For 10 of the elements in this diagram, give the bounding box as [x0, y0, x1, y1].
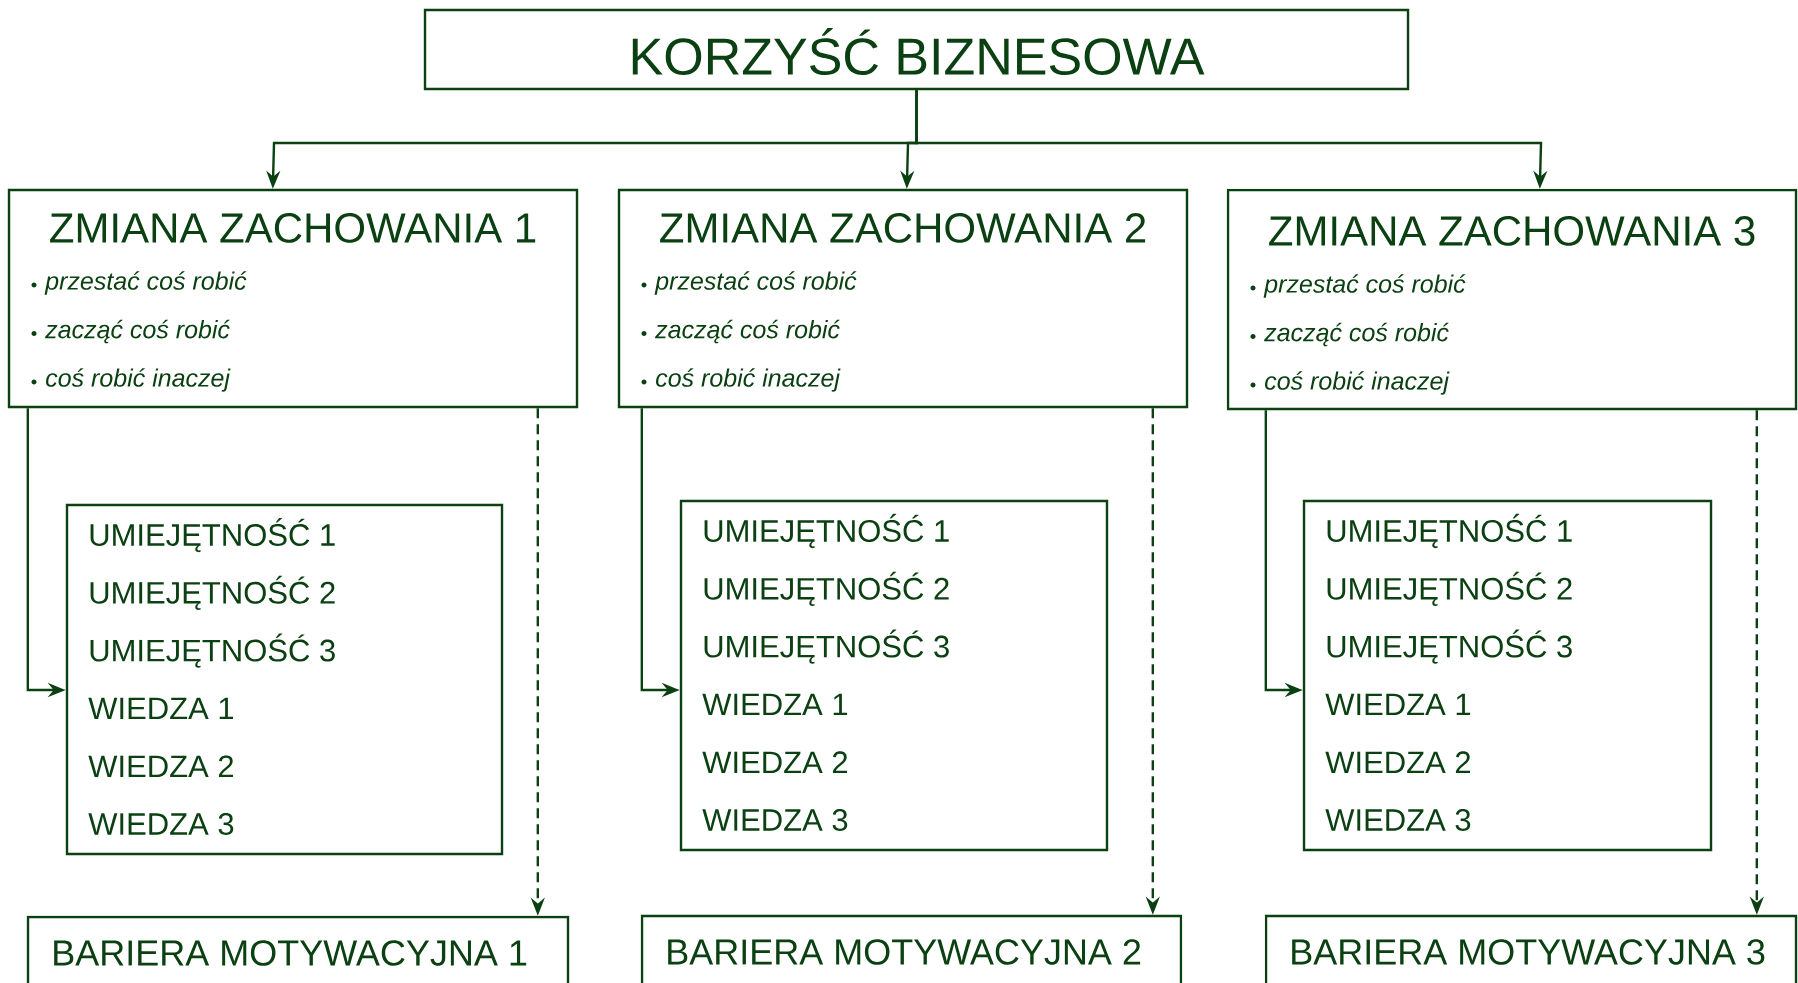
benefit-box: KORZYŚĆ BIZNESOWA	[423, 8, 1410, 91]
skills-box: UMIEJĘTNOŚĆ 1 UMIEJĘTNOŚĆ 2 UMIEJĘTNOŚĆ 3 WIEDZA 1 WIEDZA 2 WIEDZA 3	[65, 503, 504, 856]
barrier-box: BARIERA MOTYWACYJNA 3	[1264, 914, 1798, 983]
behavior-box: ZMIANA ZACHOWANIA 1 przestać coś robić zacząć coś robić coś robić inaczej	[7, 188, 579, 409]
behavior-box: ZMIANA ZACHOWANIA 3 przestać coś robić zacząć coś robić coś robić inaczej	[1226, 188, 1798, 411]
skills-box: UMIEJĘTNOŚĆ 1 UMIEJĘTNOŚĆ 2 UMIEJĘTNOŚĆ 3 WIEDZA 1 WIEDZA 2 WIEDZA 3	[1302, 499, 1713, 852]
barrier-box: BARIERA MOTYWACYJNA 2	[640, 914, 1183, 983]
skills-box: UMIEJĘTNOŚĆ 1 UMIEJĘTNOŚĆ 2 UMIEJĘTNOŚĆ 3 WIEDZA 1 WIEDZA 2 WIEDZA 3	[679, 499, 1109, 852]
behavior-box: ZMIANA ZACHOWANIA 2 przestać coś robić zacząć coś robić coś robić inaczej	[617, 188, 1189, 409]
barrier-box: BARIERA MOTYWACYJNA 1	[26, 915, 570, 983]
